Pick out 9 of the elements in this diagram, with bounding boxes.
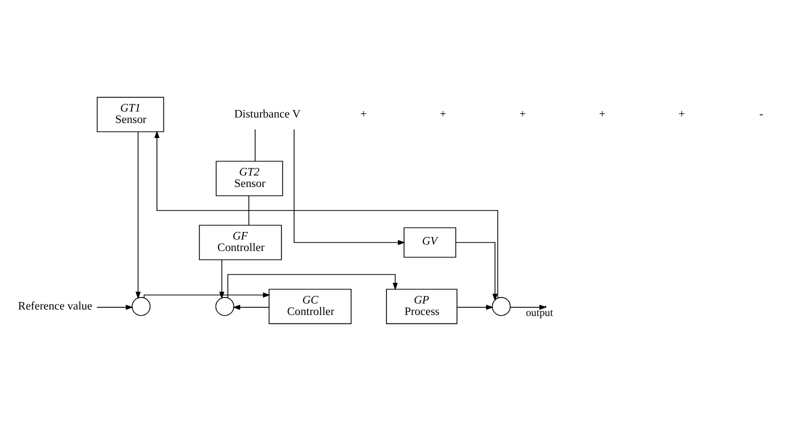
label: + [360, 108, 367, 121]
label: + [440, 108, 446, 121]
label: + [678, 108, 686, 121]
label: + [519, 108, 526, 121]
edge-label: output [526, 308, 554, 319]
label: - [759, 108, 764, 121]
node-text: Disturbance V [234, 108, 301, 121]
label: + [598, 108, 606, 121]
node-text: Reference value [18, 300, 92, 313]
